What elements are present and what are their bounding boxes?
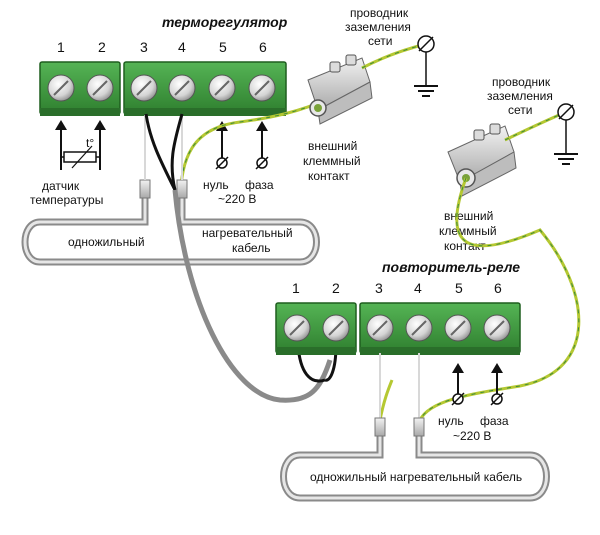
contact-right-label-line2: клеммный: [439, 224, 497, 238]
sensor-label-line2: температуры: [30, 193, 103, 207]
ground-right-label-line3: сети: [508, 103, 532, 117]
relay-terminal-2: 2: [332, 280, 340, 296]
relay-terminal-numbers: 1 2 3 4 5 6: [292, 280, 502, 296]
ground-clamp-right: [447, 110, 567, 197]
screw-icon: [405, 314, 433, 342]
cable-coupling-icon: [139, 179, 151, 199]
thermostat-terminal-3: 3: [140, 39, 148, 55]
screw-icon: [208, 74, 236, 102]
relay-terminal-3: 3: [375, 280, 383, 296]
null-terminal-icon: [451, 392, 465, 406]
ground-wire-top: [178, 96, 331, 199]
thermostat-terminal-numbers: 1 2 3 4 5 6: [57, 39, 267, 55]
relay-terminal-6: 6: [494, 280, 502, 296]
phase-terminal-icon: [255, 156, 269, 170]
cable-coupling-icon: [413, 417, 425, 437]
heating-cable-label-line2: кабель: [232, 241, 270, 255]
screw-icon: [86, 74, 114, 102]
control-black-wires: [144, 113, 338, 403]
thermostat-voltage-label: ~220 В: [218, 192, 256, 206]
ground-symbol-right-icon: [554, 103, 578, 165]
contact-top-label-line2: клеммный: [303, 154, 361, 168]
thermostat-screws: [47, 74, 276, 102]
thermostat-terminal-2: 2: [98, 39, 106, 55]
thermostat-terminal-1: 1: [57, 39, 65, 55]
sensor-symbol: t°: [86, 136, 94, 150]
screw-icon: [444, 314, 472, 342]
ground-wire-right: [378, 177, 581, 421]
contact-right-label-line1: внешний: [444, 209, 493, 223]
screw-icon: [47, 74, 75, 102]
sensor-label-line1: датчик: [42, 179, 80, 193]
relay-phase-label: фаза: [480, 414, 509, 428]
screw-icon: [322, 314, 350, 342]
ground-top-label-line1: проводник: [350, 6, 409, 20]
screw-icon: [366, 314, 394, 342]
contact-top-label-line1: внешний: [308, 139, 357, 153]
thermostat-terminal-4: 4: [178, 39, 186, 55]
contact-top-label-line3: контакт: [308, 169, 350, 183]
temperature-sensor: t°: [55, 120, 106, 170]
ground-right-label-line1: проводник: [492, 75, 551, 89]
relay-power-inputs: [451, 363, 504, 406]
thermostat-phase-label: фаза: [245, 178, 274, 192]
ground-symbol-top-icon: [414, 35, 438, 97]
phase-terminal-icon: [490, 392, 504, 406]
contact-right-label-line3: контакт: [444, 239, 486, 253]
thermostat-power-inputs: [215, 121, 269, 170]
relay-terminal-1: 1: [292, 280, 300, 296]
thermostat-terminal-6: 6: [259, 39, 267, 55]
screw-icon: [248, 74, 276, 102]
relay-title: повторитель-реле: [382, 259, 520, 275]
ground-right-label-line2: заземления: [487, 89, 553, 103]
null-terminal-icon: [215, 156, 229, 170]
screw-icon: [283, 314, 311, 342]
thermostat-title: терморегулятор: [162, 14, 288, 30]
thermostat-null-label: нуль: [203, 178, 229, 192]
screw-icon: [168, 74, 196, 102]
thermistor-icon: [63, 151, 97, 163]
heating-cable-label-line1: нагревательный: [202, 226, 293, 240]
relay-null-label: нуль: [438, 414, 464, 428]
screw-icon: [130, 74, 158, 102]
thermostat-heating-cable: [21, 115, 320, 266]
relay-screws: [283, 314, 511, 342]
ground-top-label-line3: сети: [368, 34, 392, 48]
relay-heating-cable: [280, 353, 550, 502]
relay-voltage-label: ~220 В: [453, 429, 491, 443]
relay-terminal-5: 5: [455, 280, 463, 296]
ground-top-label-line2: заземления: [345, 20, 411, 34]
single-core-label: одножильный: [68, 235, 145, 249]
relay-terminal-4: 4: [414, 280, 422, 296]
relay-cable-label: одножильный нагревательный кабель: [310, 470, 522, 484]
thermostat-terminal-5: 5: [219, 39, 227, 55]
cable-coupling-icon: [176, 179, 188, 199]
ground-clamp-top: [307, 42, 427, 125]
relay-terminal-block: [275, 302, 521, 355]
screw-icon: [483, 314, 511, 342]
cable-coupling-icon: [374, 417, 386, 437]
